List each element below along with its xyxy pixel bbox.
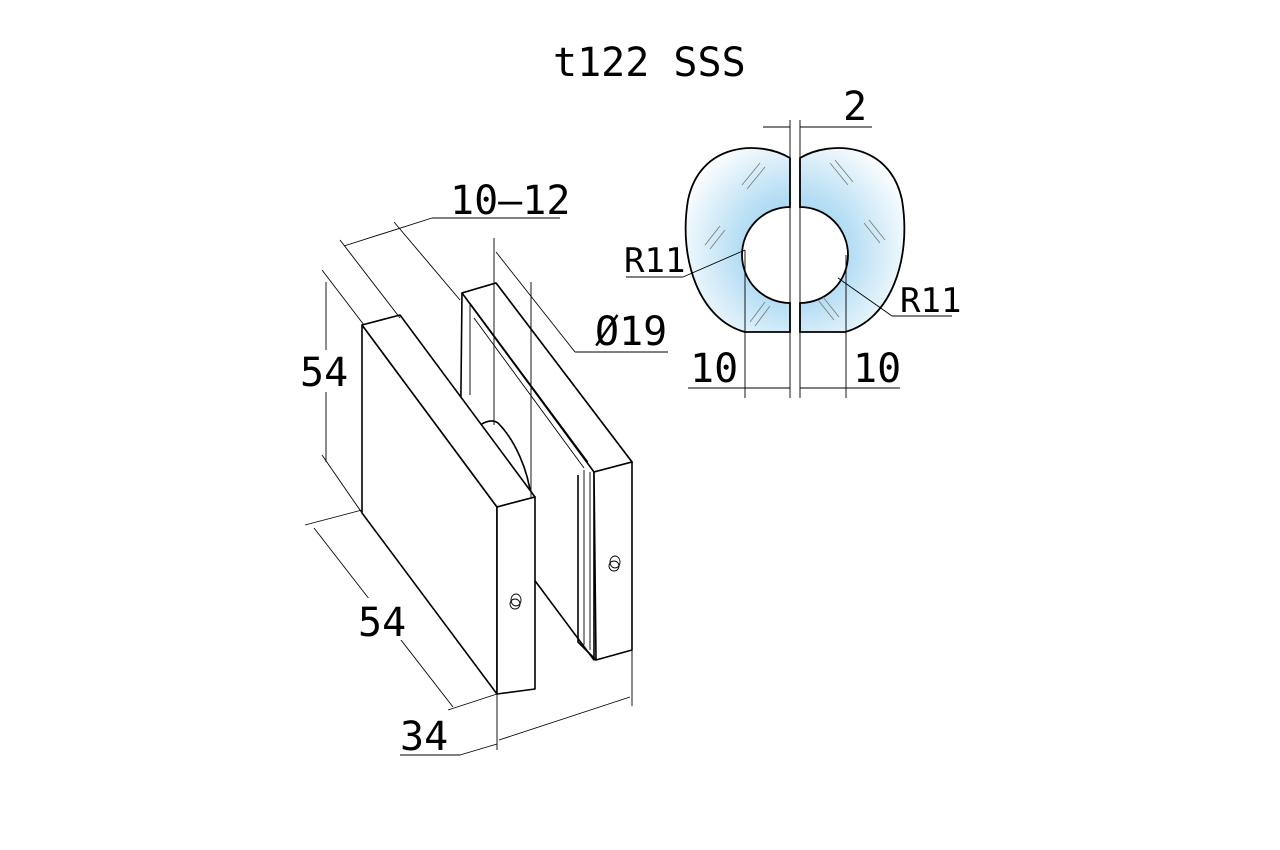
svg-text:2: 2 [843,84,867,130]
front-plate [361,314,536,695]
glass-half-right [799,147,906,333]
screw-hole-icon [510,593,522,607]
svg-text:54: 54 [358,600,406,646]
svg-text:R11: R11 [900,281,961,321]
clamp-isometric-view: 10–12 Ø19 54 54 [298,178,668,760]
svg-text:10: 10 [690,346,738,392]
svg-text:34: 34 [400,714,448,760]
dimension-diameter: Ø19 [493,238,668,497]
dimension-slit: 2 [763,84,872,398]
dimension-height: 54 [298,269,365,514]
glass-half-left [684,147,791,333]
dimension-gap: 10–12 [339,178,570,319]
rear-plate [459,282,633,661]
svg-text:54: 54 [300,350,348,396]
svg-text:R11: R11 [624,241,685,281]
svg-text:Ø19: Ø19 [595,309,667,355]
svg-text:10: 10 [853,346,901,392]
radius-label-right: R11 [837,277,961,321]
clamp-section-view: 2 R11 R11 10 10 [624,84,961,398]
radius-label-left: R11 [624,241,746,281]
svg-text:10–12: 10–12 [450,178,570,224]
dimension-wall-thickness: 10 10 [688,250,901,398]
dimension-width: 34 [400,650,633,760]
drawing-title: t122 SSS [553,40,746,86]
screw-hole-icon [609,555,621,569]
dimension-length: 54 [304,509,498,711]
